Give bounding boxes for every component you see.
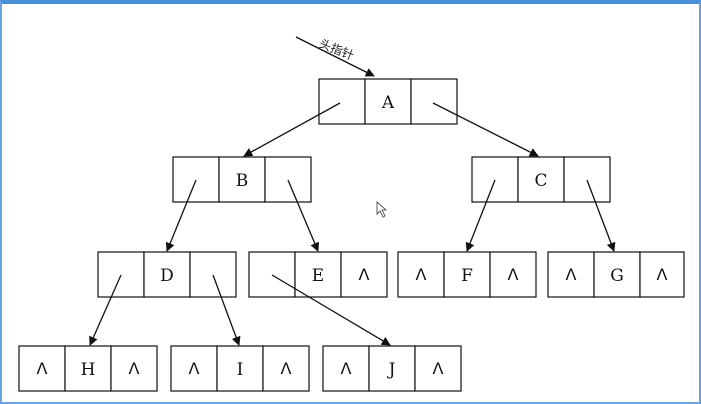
node-a-right-cell (410, 78, 458, 125)
node-c: C (471, 156, 611, 203)
node-e-right-cell (340, 251, 388, 298)
node-g-left-cell (547, 251, 595, 298)
edge-a-b (243, 102, 341, 157)
node-i-data-cell (216, 345, 264, 392)
head-pointer-arrow (295, 36, 375, 77)
pointer-edges (89, 102, 616, 346)
node-e-left-cell (248, 251, 296, 298)
edge-b-e (287, 179, 320, 252)
edge-b-d (165, 179, 197, 252)
node-a-label: A (381, 93, 395, 113)
node-f-right-null: Λ (508, 265, 519, 284)
node-i-left-null: Λ (189, 359, 200, 378)
edge-a-c (432, 102, 539, 157)
node-h-right-cell (110, 345, 158, 392)
edge-c-g (586, 179, 616, 252)
node-a: A (318, 78, 458, 125)
node-h-left-null: Λ (37, 359, 48, 378)
node-i-left-cell (170, 345, 218, 392)
edge-e-j (271, 274, 391, 346)
node-b-label: B (236, 171, 249, 191)
node-g: Λ G Λ (547, 251, 685, 298)
node-a-left-cell (318, 78, 366, 125)
node-h-right-null: Λ (129, 359, 140, 378)
node-d-right-cell (189, 251, 237, 298)
node-f: Λ F Λ (397, 251, 537, 298)
node-b-right-cell (264, 156, 312, 203)
node-b-left-cell (172, 156, 220, 203)
node-c-label: C (534, 171, 547, 191)
node-b-data-cell (218, 156, 266, 203)
node-j-right-cell (414, 345, 462, 392)
node-g-left-null: Λ (566, 265, 577, 284)
node-h: Λ H Λ (18, 345, 158, 392)
node-i-right-null: Λ (281, 359, 292, 378)
node-f-left-null: Λ (416, 265, 427, 284)
node-e-right-null: Λ (359, 265, 370, 284)
head-pointer: 头指针 (295, 35, 375, 77)
edge-d-h (89, 274, 122, 346)
node-i-label: I (237, 360, 244, 380)
node-d-label: D (160, 266, 174, 286)
node-h-label: H (81, 360, 96, 380)
node-h-data-cell (64, 345, 112, 392)
node-b: B (172, 156, 312, 203)
node-d-left-cell (97, 251, 145, 298)
edge-d-i (212, 274, 241, 346)
node-g-label: G (610, 266, 624, 286)
node-j: Λ J Λ (322, 345, 462, 392)
edge-c-f (465, 179, 496, 252)
node-f-right-cell (489, 251, 537, 298)
node-f-label: F (461, 266, 473, 286)
node-h-left-cell (18, 345, 66, 392)
node-i-right-cell (262, 345, 310, 392)
node-j-left-null: Λ (341, 359, 352, 378)
node-e-label: E (312, 266, 324, 286)
node-i: Λ I Λ (170, 345, 310, 392)
node-e: E Λ (248, 251, 388, 298)
node-g-right-null: Λ (657, 265, 668, 284)
node-j-left-cell (322, 345, 370, 392)
node-d: D (97, 251, 237, 298)
mouse-pointer-icon (376, 201, 388, 218)
head-pointer-label: 头指针 (317, 35, 356, 62)
node-c-right-cell (563, 156, 611, 203)
node-j-data-cell (368, 345, 416, 392)
node-j-right-null: Λ (433, 359, 444, 378)
node-f-data-cell (443, 251, 491, 298)
node-j-label: J (387, 360, 396, 380)
node-a-data-cell (364, 78, 412, 125)
node-g-right-cell (639, 251, 685, 298)
node-c-left-cell (471, 156, 519, 203)
